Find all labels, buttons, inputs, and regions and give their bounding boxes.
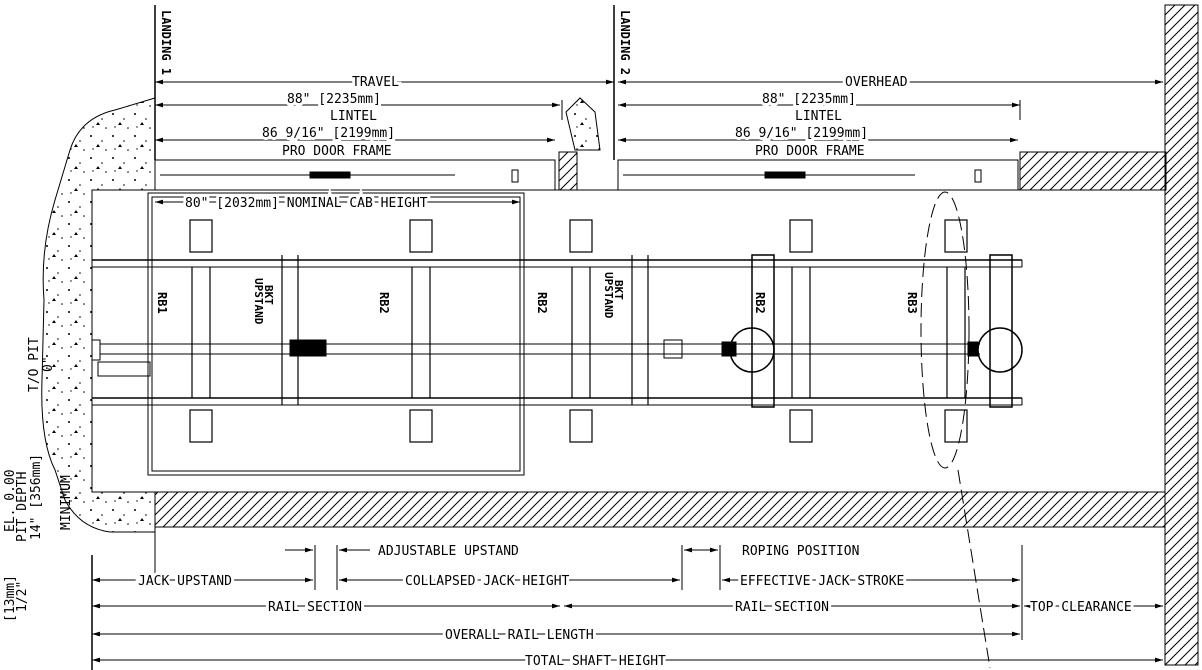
lintel-dim-2: 88" [2235mm] <box>762 92 856 107</box>
roping-position-label: ROPING POSITION <box>742 544 859 559</box>
pit-depth-dim: 14" [356mm] <box>29 454 44 540</box>
pit-elevation: EL. 0.00 <box>3 469 18 532</box>
detail-callout <box>920 191 970 469</box>
lintel-label-2: LINTEL <box>795 109 842 124</box>
cab-height-label: 80" [2032mm] NOMINAL CAB HEIGHT <box>185 196 428 211</box>
door-frame-2 <box>617 159 1019 191</box>
lintel-label-1: LINTEL <box>330 109 377 124</box>
lintel-dim-1: 88" [2235mm] <box>287 92 381 107</box>
frame-dim-2: 86 9/16" [2199mm] <box>735 126 868 141</box>
upstand-bkt-label-2a: UPSTAND <box>602 272 615 319</box>
sheave-1 <box>751 254 775 408</box>
adjustable-upstand-label: ADJUSTABLE UPSTAND <box>378 544 519 559</box>
overhead-label: OVERHEAD <box>845 75 908 90</box>
to-pit-value: 0" <box>41 356 56 372</box>
dimension-lines <box>92 79 1163 663</box>
top-clearance-label: TOP CLEARANCE <box>1030 600 1132 615</box>
rb2-label-c: RB2 <box>753 292 767 314</box>
pit-concrete <box>41 97 156 533</box>
hoistway-side-wall <box>154 491 1166 528</box>
half-inch-label: 1/2" <box>15 581 30 612</box>
upstand-bkt-label-2b: BKT <box>612 280 625 300</box>
jack-upstand-label: JACK UPSTAND <box>138 574 232 589</box>
frame-dim-1: 86 9/16" [2199mm] <box>262 126 395 141</box>
landing-2-sill <box>558 151 578 191</box>
rail-section-label-2: RAIL SECTION <box>735 600 829 615</box>
overall-rail-length-label: OVERALL RAIL LENGTH <box>445 628 594 643</box>
landing-1-label: LANDING 1 <box>159 10 173 75</box>
overhead-slab <box>1019 151 1167 191</box>
effective-jack-stroke-label: EFFECTIVE JACK STROKE <box>740 574 904 589</box>
door-frame-1 <box>154 159 556 191</box>
rb3-label: RB3 <box>905 292 919 314</box>
collapsed-jack-height-label: COLLAPSED JACK HEIGHT <box>405 574 570 589</box>
travel-label: TRAVEL <box>352 75 399 90</box>
rb2-label-a: RB2 <box>377 292 391 314</box>
frame-label-2: PRO DOOR FRAME <box>755 144 865 159</box>
sheave-2 <box>989 254 1013 408</box>
pit-depth-label: PIT DEPTH <box>15 472 30 542</box>
rb1-label: RB1 <box>155 292 169 314</box>
rail-section-label-1: RAIL SECTION <box>268 600 362 615</box>
frame-label-1: PRO DOOR FRAME <box>282 144 392 159</box>
upstand-bkt-label-1b: BKT <box>262 285 275 305</box>
to-pit-label: T/O PIT <box>27 337 42 392</box>
landing-2-label: LANDING 2 <box>618 10 632 75</box>
cab <box>147 192 525 476</box>
shaft-top-wall <box>1164 4 1199 666</box>
upstand-bkt-label-1a: UPSTAND <box>252 278 265 325</box>
half-inch-mm: [13mm] <box>3 575 18 622</box>
rb2-label-b: RB2 <box>535 292 549 314</box>
rail-brackets <box>189 219 968 443</box>
total-shaft-height-label: TOTAL SHAFT HEIGHT <box>525 654 666 669</box>
pit-depth-minimum: MINIMUM <box>59 475 74 530</box>
